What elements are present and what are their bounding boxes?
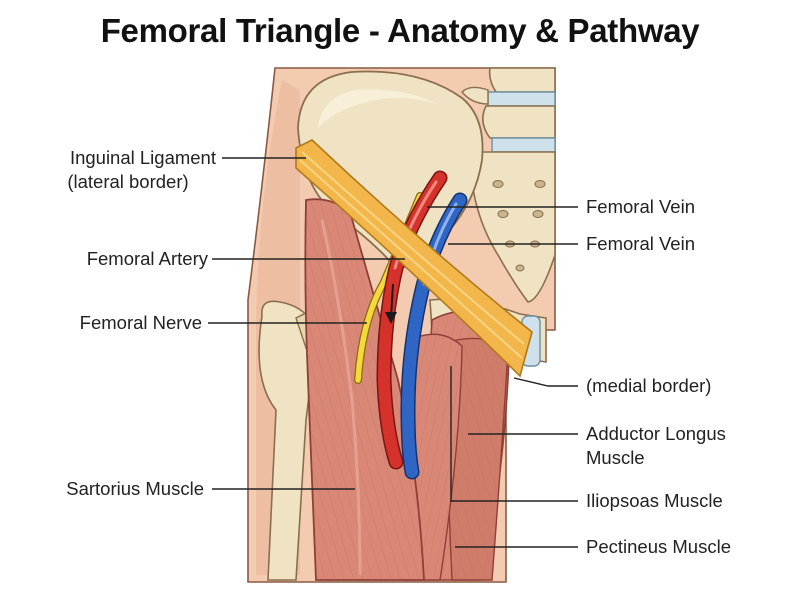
sartorius-highlight <box>320 219 362 576</box>
sacrum <box>469 151 556 303</box>
label-medial-border: (medial border) <box>586 375 712 396</box>
label-adductor-longus-line1: Adductor Longus <box>586 423 726 444</box>
label-femoral-artery: Femoral Artery <box>86 248 208 269</box>
label-sartorius-muscle: Sartorius Muscle <box>66 478 204 499</box>
inguinal-ligament-fibers <box>299 151 525 359</box>
label-inguinal-ligament-line1: Inguinal Ligament <box>69 147 216 168</box>
leader-medial-border <box>513 377 578 387</box>
diagram-title: Femoral Triangle - Anatomy & Pathway <box>100 12 700 49</box>
lumbar-vertebrae <box>461 67 556 153</box>
leader-lines <box>208 157 578 548</box>
blood-flow-arrow-icon <box>385 283 397 324</box>
label-inguinal-ligament-line2: (lateral border) <box>67 171 189 192</box>
sacral-foramina <box>492 180 546 272</box>
label-adductor-longus: Adductor Longus Muscle <box>586 422 726 470</box>
leader-iliopsoas <box>450 366 578 502</box>
sartorius-fibers <box>305 199 424 580</box>
label-femoral-vein-1: Femoral Vein <box>586 196 695 217</box>
label-femoral-vein-2: Femoral Vein <box>586 233 695 254</box>
ilium-shading <box>318 89 448 128</box>
label-inguinal-ligament: Inguinal Ligament (lateral border) <box>40 146 216 194</box>
pectineus-fibers <box>447 338 508 580</box>
label-pectineus-muscle: Pectineus Muscle <box>586 536 731 557</box>
label-femoral-nerve: Femoral Nerve <box>79 312 202 333</box>
label-adductor-longus-line2: Muscle <box>586 447 645 468</box>
label-iliopsoas-muscle: Iliopsoas Muscle <box>586 490 723 511</box>
